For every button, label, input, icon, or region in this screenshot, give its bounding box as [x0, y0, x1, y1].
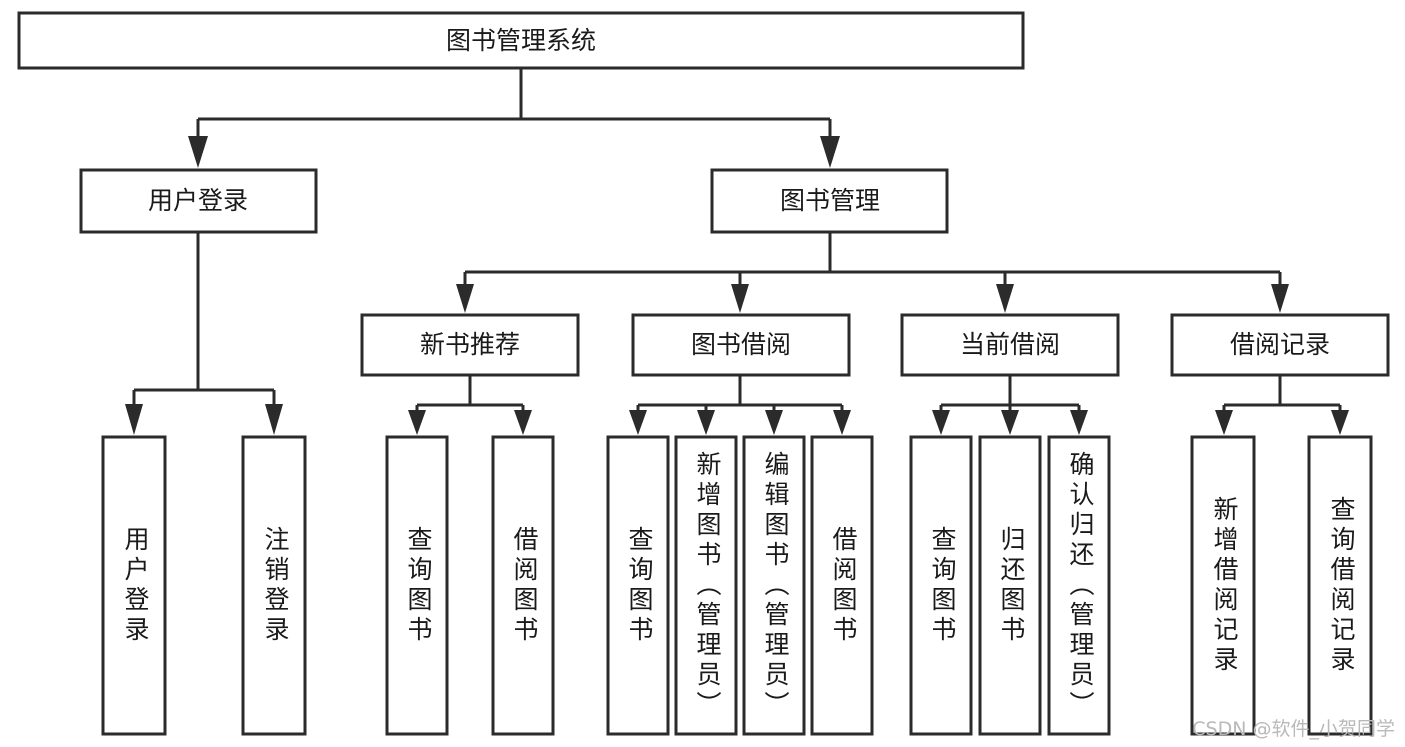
node-leaf-user-login-label: 用户登录	[121, 526, 150, 646]
node-user-login-label: 用户登录	[148, 186, 248, 215]
node-leaf-query-book-3-label: 查询图书	[928, 526, 957, 646]
node-leaf-user-login[interactable]: 用户登录	[101, 435, 167, 736]
arrow-head-icon	[765, 410, 783, 435]
arrow-head-icon	[1331, 410, 1349, 435]
arrow-head-icon	[996, 284, 1014, 313]
connector-group-book-management-to-level3	[456, 232, 1289, 313]
node-leaf-add-book-box[interactable]	[674, 435, 738, 736]
node-leaf-query-book-1-box[interactable]	[385, 435, 449, 736]
node-leaf-return-book-box[interactable]	[978, 435, 1042, 736]
arrow-head-icon	[1070, 410, 1088, 435]
node-leaf-query-book-2[interactable]: 查询图书	[606, 435, 670, 736]
node-leaf-user-logout-label: 注销登录	[261, 526, 290, 646]
node-borrow-record-label: 借阅记录	[1230, 330, 1330, 359]
arrow-head-icon	[629, 410, 647, 435]
node-leaf-user-logout[interactable]: 注销登录	[241, 435, 307, 736]
node-book-borrow-box[interactable]	[631, 313, 851, 377]
node-leaf-add-book-label: 新增图书（管理员）	[693, 451, 722, 721]
node-leaf-query-book-3[interactable]: 查询图书	[909, 435, 973, 736]
node-leaf-borrow-book-2-label: 借阅图书	[829, 526, 858, 646]
node-leaf-confirm-return-box[interactable]	[1047, 435, 1111, 736]
node-leaf-query-book-2-label: 查询图书	[625, 526, 654, 646]
node-leaf-add-record-label: 新增借阅记录	[1210, 496, 1239, 676]
connector-group-borrow-record-to-leaves	[1215, 375, 1349, 435]
connector-group-new-book-to-leaves	[408, 375, 532, 435]
node-book-borrow-label: 图书借阅	[691, 330, 791, 359]
node-borrow-record[interactable]: 借阅记录	[1170, 313, 1390, 377]
node-leaf-add-record-box[interactable]	[1190, 435, 1256, 736]
node-leaf-edit-book-label: 编辑图书（管理员）	[761, 451, 790, 721]
arrow-head-icon	[932, 410, 950, 435]
node-leaf-user-logout-box[interactable]	[241, 435, 307, 736]
node-current-borrow-box[interactable]	[900, 313, 1120, 377]
node-leaf-query-record[interactable]: 查询借阅记录	[1307, 435, 1373, 736]
arrow-head-icon	[456, 284, 474, 313]
node-leaf-confirm-return-label: 确认归还（管理员）	[1066, 451, 1095, 721]
node-user-login-box[interactable]	[79, 168, 318, 234]
node-leaf-borrow-book-1-label: 借阅图书	[510, 526, 539, 646]
node-leaf-edit-book-box[interactable]	[742, 435, 806, 736]
connector-group-root-to-level2	[188, 68, 840, 168]
node-leaf-borrow-book-1[interactable]: 借阅图书	[491, 435, 555, 736]
node-leaf-return-book[interactable]: 归还图书	[978, 435, 1042, 736]
arrow-head-icon	[265, 404, 283, 435]
node-book-management[interactable]: 图书管理	[710, 168, 949, 234]
node-borrow-record-box[interactable]	[1170, 313, 1390, 377]
node-new-book-recommend-label: 新书推荐	[420, 330, 520, 359]
node-root-label: 图书管理系统	[446, 26, 596, 55]
node-leaf-query-book-3-box[interactable]	[909, 435, 973, 736]
node-book-borrow[interactable]: 图书借阅	[631, 313, 851, 377]
connector-group-user-login-to-leaves	[125, 232, 283, 435]
node-book-management-label: 图书管理	[780, 186, 880, 215]
arrow-head-icon	[188, 136, 208, 168]
node-book-management-box[interactable]	[710, 168, 949, 234]
node-leaf-query-record-box[interactable]	[1307, 435, 1373, 736]
connector-group-book-borrow-to-leaves	[629, 375, 851, 435]
arrow-head-icon	[408, 410, 426, 435]
node-leaf-confirm-return[interactable]: 确认归还（管理员）	[1047, 435, 1111, 736]
node-leaf-query-book-2-box[interactable]	[606, 435, 670, 736]
node-new-book-recommend[interactable]: 新书推荐	[360, 313, 580, 377]
node-leaf-borrow-book-2[interactable]: 借阅图书	[810, 435, 874, 736]
node-leaf-add-book[interactable]: 新增图书（管理员）	[674, 435, 738, 736]
node-leaf-return-book-label: 归还图书	[997, 526, 1026, 646]
arrow-head-icon	[1271, 284, 1289, 313]
arrow-head-icon	[514, 410, 532, 435]
arrow-head-icon	[697, 410, 715, 435]
node-leaf-user-login-box[interactable]	[101, 435, 167, 736]
node-new-book-recommend-box[interactable]	[360, 313, 580, 377]
arrow-head-icon	[1215, 410, 1233, 435]
node-current-borrow-label: 当前借阅	[960, 330, 1060, 359]
node-leaf-borrow-book-1-box[interactable]	[491, 435, 555, 736]
node-user-login[interactable]: 用户登录	[79, 168, 318, 234]
node-leaf-query-book-1-label: 查询图书	[404, 526, 433, 646]
node-leaf-borrow-book-2-box[interactable]	[810, 435, 874, 736]
arrow-head-icon	[1001, 410, 1019, 435]
node-root-box[interactable]	[17, 11, 1025, 70]
arrow-head-icon	[820, 136, 840, 168]
node-current-borrow[interactable]: 当前借阅	[900, 313, 1120, 377]
node-leaf-query-record-label: 查询借阅记录	[1327, 496, 1356, 676]
node-root[interactable]: 图书管理系统	[17, 11, 1025, 70]
arrow-head-icon	[125, 404, 143, 435]
node-leaf-query-book-1[interactable]: 查询图书	[385, 435, 449, 736]
node-leaf-edit-book[interactable]: 编辑图书（管理员）	[742, 435, 806, 736]
arrow-head-icon	[833, 410, 851, 435]
arrow-head-icon	[731, 284, 749, 313]
connector-group-current-borrow-to-leaves	[932, 375, 1088, 435]
node-leaf-add-record[interactable]: 新增借阅记录	[1190, 435, 1256, 736]
